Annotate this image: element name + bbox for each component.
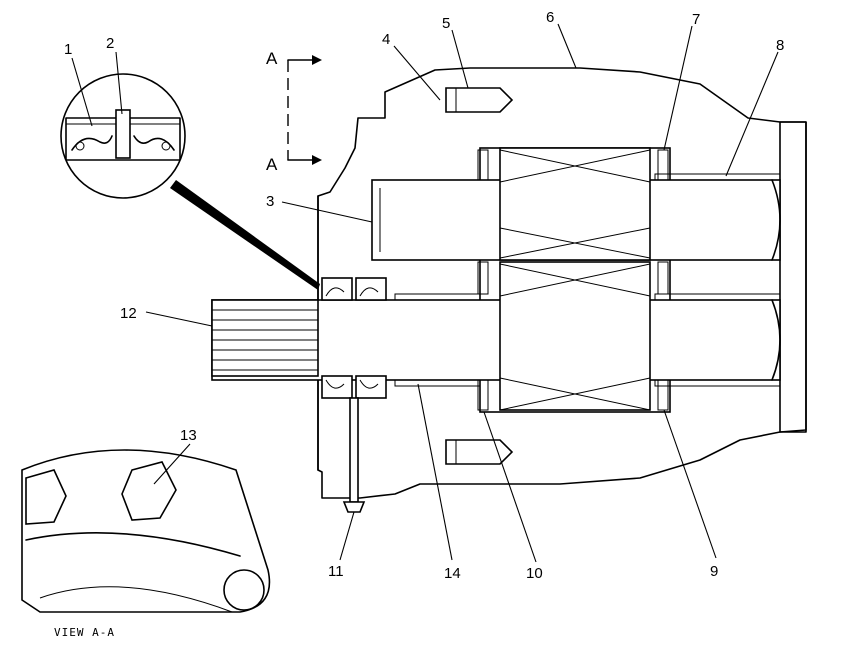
callout-11: 11 (328, 563, 344, 580)
callout-8: 8 (776, 37, 784, 54)
callout-10: 10 (526, 565, 543, 582)
callout-14: 14 (444, 565, 461, 582)
callout-6: 6 (546, 9, 554, 26)
section-line (287, 55, 322, 165)
callout-5: 5 (442, 15, 450, 32)
callout-3: 3 (266, 193, 274, 210)
callout-9: 9 (710, 563, 718, 580)
callout-2: 2 (106, 35, 114, 52)
bearing-8 (654, 173, 781, 181)
view-label: VIEW A-A (54, 626, 115, 639)
upper-gear (499, 147, 651, 261)
section-mark-top: A (266, 49, 278, 68)
callout-4: 4 (382, 31, 390, 48)
leader-lines (71, 23, 779, 563)
callout-12: 12 (120, 305, 137, 322)
section-mark-bottom: A (266, 155, 278, 174)
lip-seals (321, 277, 387, 399)
through-bolt (342, 397, 366, 513)
splined-shaft (211, 299, 319, 377)
view-a-a-drawing (21, 449, 271, 613)
seal-detail-circle (60, 73, 320, 290)
seal-rings (477, 149, 669, 411)
bearing-14 (394, 293, 481, 387)
lower-gear (499, 261, 651, 411)
callout-7: 7 (692, 11, 700, 28)
callout-13: 13 (180, 427, 197, 444)
callout-1: 1 (64, 41, 72, 58)
